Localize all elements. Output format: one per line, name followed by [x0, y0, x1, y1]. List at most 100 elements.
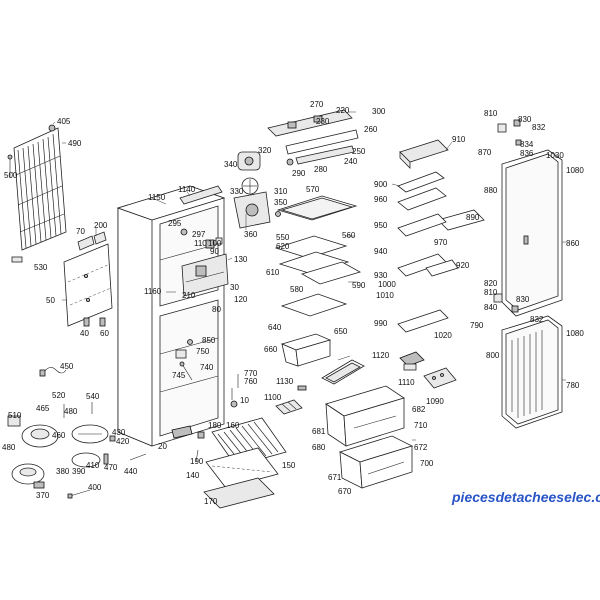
part-number-671: 671: [328, 473, 342, 482]
ice-tray-1100: [275, 399, 303, 415]
part-number-570: 570: [306, 185, 320, 194]
part-number-420: 420: [116, 437, 130, 446]
part-number-250: 250: [352, 147, 366, 156]
part-number-330: 330: [230, 187, 244, 196]
door-bin-900-960: [397, 171, 447, 211]
part-number-40: 40: [80, 329, 89, 338]
part-number-745: 745: [172, 371, 186, 380]
fridge-door-860: [501, 149, 563, 317]
part-number-832b: 832: [530, 315, 544, 324]
tube-440: [129, 453, 147, 461]
part-number-520: 520: [52, 391, 66, 400]
part-number-410: 410: [86, 461, 100, 470]
part-number-950: 950: [374, 221, 388, 230]
part-number-840: 840: [484, 303, 498, 312]
egg-box-1110: [399, 351, 425, 371]
screws-760-770: [231, 374, 239, 400]
tray-410: [71, 452, 101, 468]
part-number-510: 510: [8, 411, 22, 420]
part-number-832: 832: [532, 123, 546, 132]
part-number-1150: 1150: [148, 193, 166, 202]
heater-140-150: [205, 447, 279, 489]
watermark: piecesdetacheeselec.com: [451, 489, 600, 505]
part-number-640: 640: [268, 323, 282, 332]
hinge-bottom-10-20: [171, 400, 238, 439]
fan-motor-340: [237, 151, 261, 171]
knob-297: [180, 228, 188, 236]
part-number-1000: 1000: [378, 280, 396, 289]
part-number-1110: 1110: [398, 378, 415, 387]
part-number-405: 405: [57, 117, 71, 126]
crisper-660: [280, 333, 332, 367]
part-number-480b: 480: [2, 443, 16, 452]
duct-cover-260: [285, 129, 359, 155]
cable-450: [39, 367, 67, 377]
part-number-210: 210: [182, 291, 196, 300]
freezer-drawer-lower: [338, 435, 414, 489]
freezer-drawer-upper: [325, 385, 405, 447]
part-number-1080: 1080: [566, 166, 584, 175]
part-number-1100: 1100: [264, 393, 282, 402]
clip-290: [286, 158, 294, 166]
thermostat-90-100: [205, 237, 223, 249]
part-number-970: 970: [434, 238, 448, 247]
shelf-frame-620: [274, 235, 348, 259]
part-number-880: 880: [484, 186, 498, 195]
door-bin-990: [397, 309, 449, 333]
fan-blade-330: [241, 177, 259, 195]
lamp-750-850: [175, 339, 193, 359]
part-number-450: 450: [60, 362, 74, 371]
pin-520-540: [63, 402, 93, 418]
part-number-340: 340: [224, 160, 238, 169]
part-number-120: 120: [234, 295, 248, 304]
part-number-60: 60: [100, 329, 109, 338]
egg-tray-1090: [423, 367, 457, 389]
part-number-850: 850: [202, 336, 216, 345]
part-number-870: 870: [478, 148, 492, 157]
part-number-560: 560: [342, 231, 356, 240]
part-number-910: 910: [452, 135, 466, 144]
clip-470-420: [103, 435, 116, 465]
clip-530: [11, 256, 23, 263]
part-number-270: 270: [310, 100, 324, 109]
part-number-390: 390: [72, 467, 86, 476]
part-number-1120: 1120: [372, 351, 390, 360]
part-number-370: 370: [36, 491, 50, 500]
compressor-cover-460: [21, 424, 59, 448]
part-number-1030: 1030: [546, 151, 564, 160]
part-number-960: 960: [374, 195, 388, 204]
part-number-440: 440: [124, 467, 138, 476]
part-number-710: 710: [414, 421, 428, 430]
sensor-180-190: [195, 431, 205, 463]
butter-cover-910: [399, 139, 449, 169]
shelf-590: [300, 261, 362, 285]
part-number-140: 140: [186, 471, 200, 480]
part-number-890: 890: [466, 213, 480, 222]
screw-500: [7, 154, 13, 178]
part-number-1160: 1160: [144, 287, 162, 296]
part-number-1080b: 1080: [566, 329, 584, 338]
compressor-480: [11, 463, 45, 485]
part-number-360: 360: [244, 230, 258, 239]
part-number-530: 530: [34, 263, 48, 272]
part-number-310: 310: [274, 187, 288, 196]
bracket-370: [33, 481, 45, 489]
part-number-170: 170: [204, 497, 218, 506]
part-number-836: 836: [520, 149, 534, 158]
top-cover-1140: [179, 185, 223, 205]
part-number-400: 400: [88, 483, 102, 492]
screw-350: [275, 211, 281, 217]
part-number-660: 660: [264, 345, 278, 354]
part-number-240: 240: [344, 157, 358, 166]
light-cover-220-270: [267, 109, 353, 137]
part-number-295: 295: [168, 219, 182, 228]
part-labels: 405 490 500 530 70 200 50 40 60 450 1150…: [2, 100, 584, 506]
cable-400: [67, 489, 91, 499]
door-hinge-810-836: [497, 119, 522, 146]
part-number-920: 920: [456, 261, 470, 270]
part-number-590: 590: [352, 281, 366, 290]
part-number-900: 900: [374, 180, 388, 189]
part-number-990: 990: [374, 319, 388, 328]
drain-pan-170: [203, 477, 275, 509]
